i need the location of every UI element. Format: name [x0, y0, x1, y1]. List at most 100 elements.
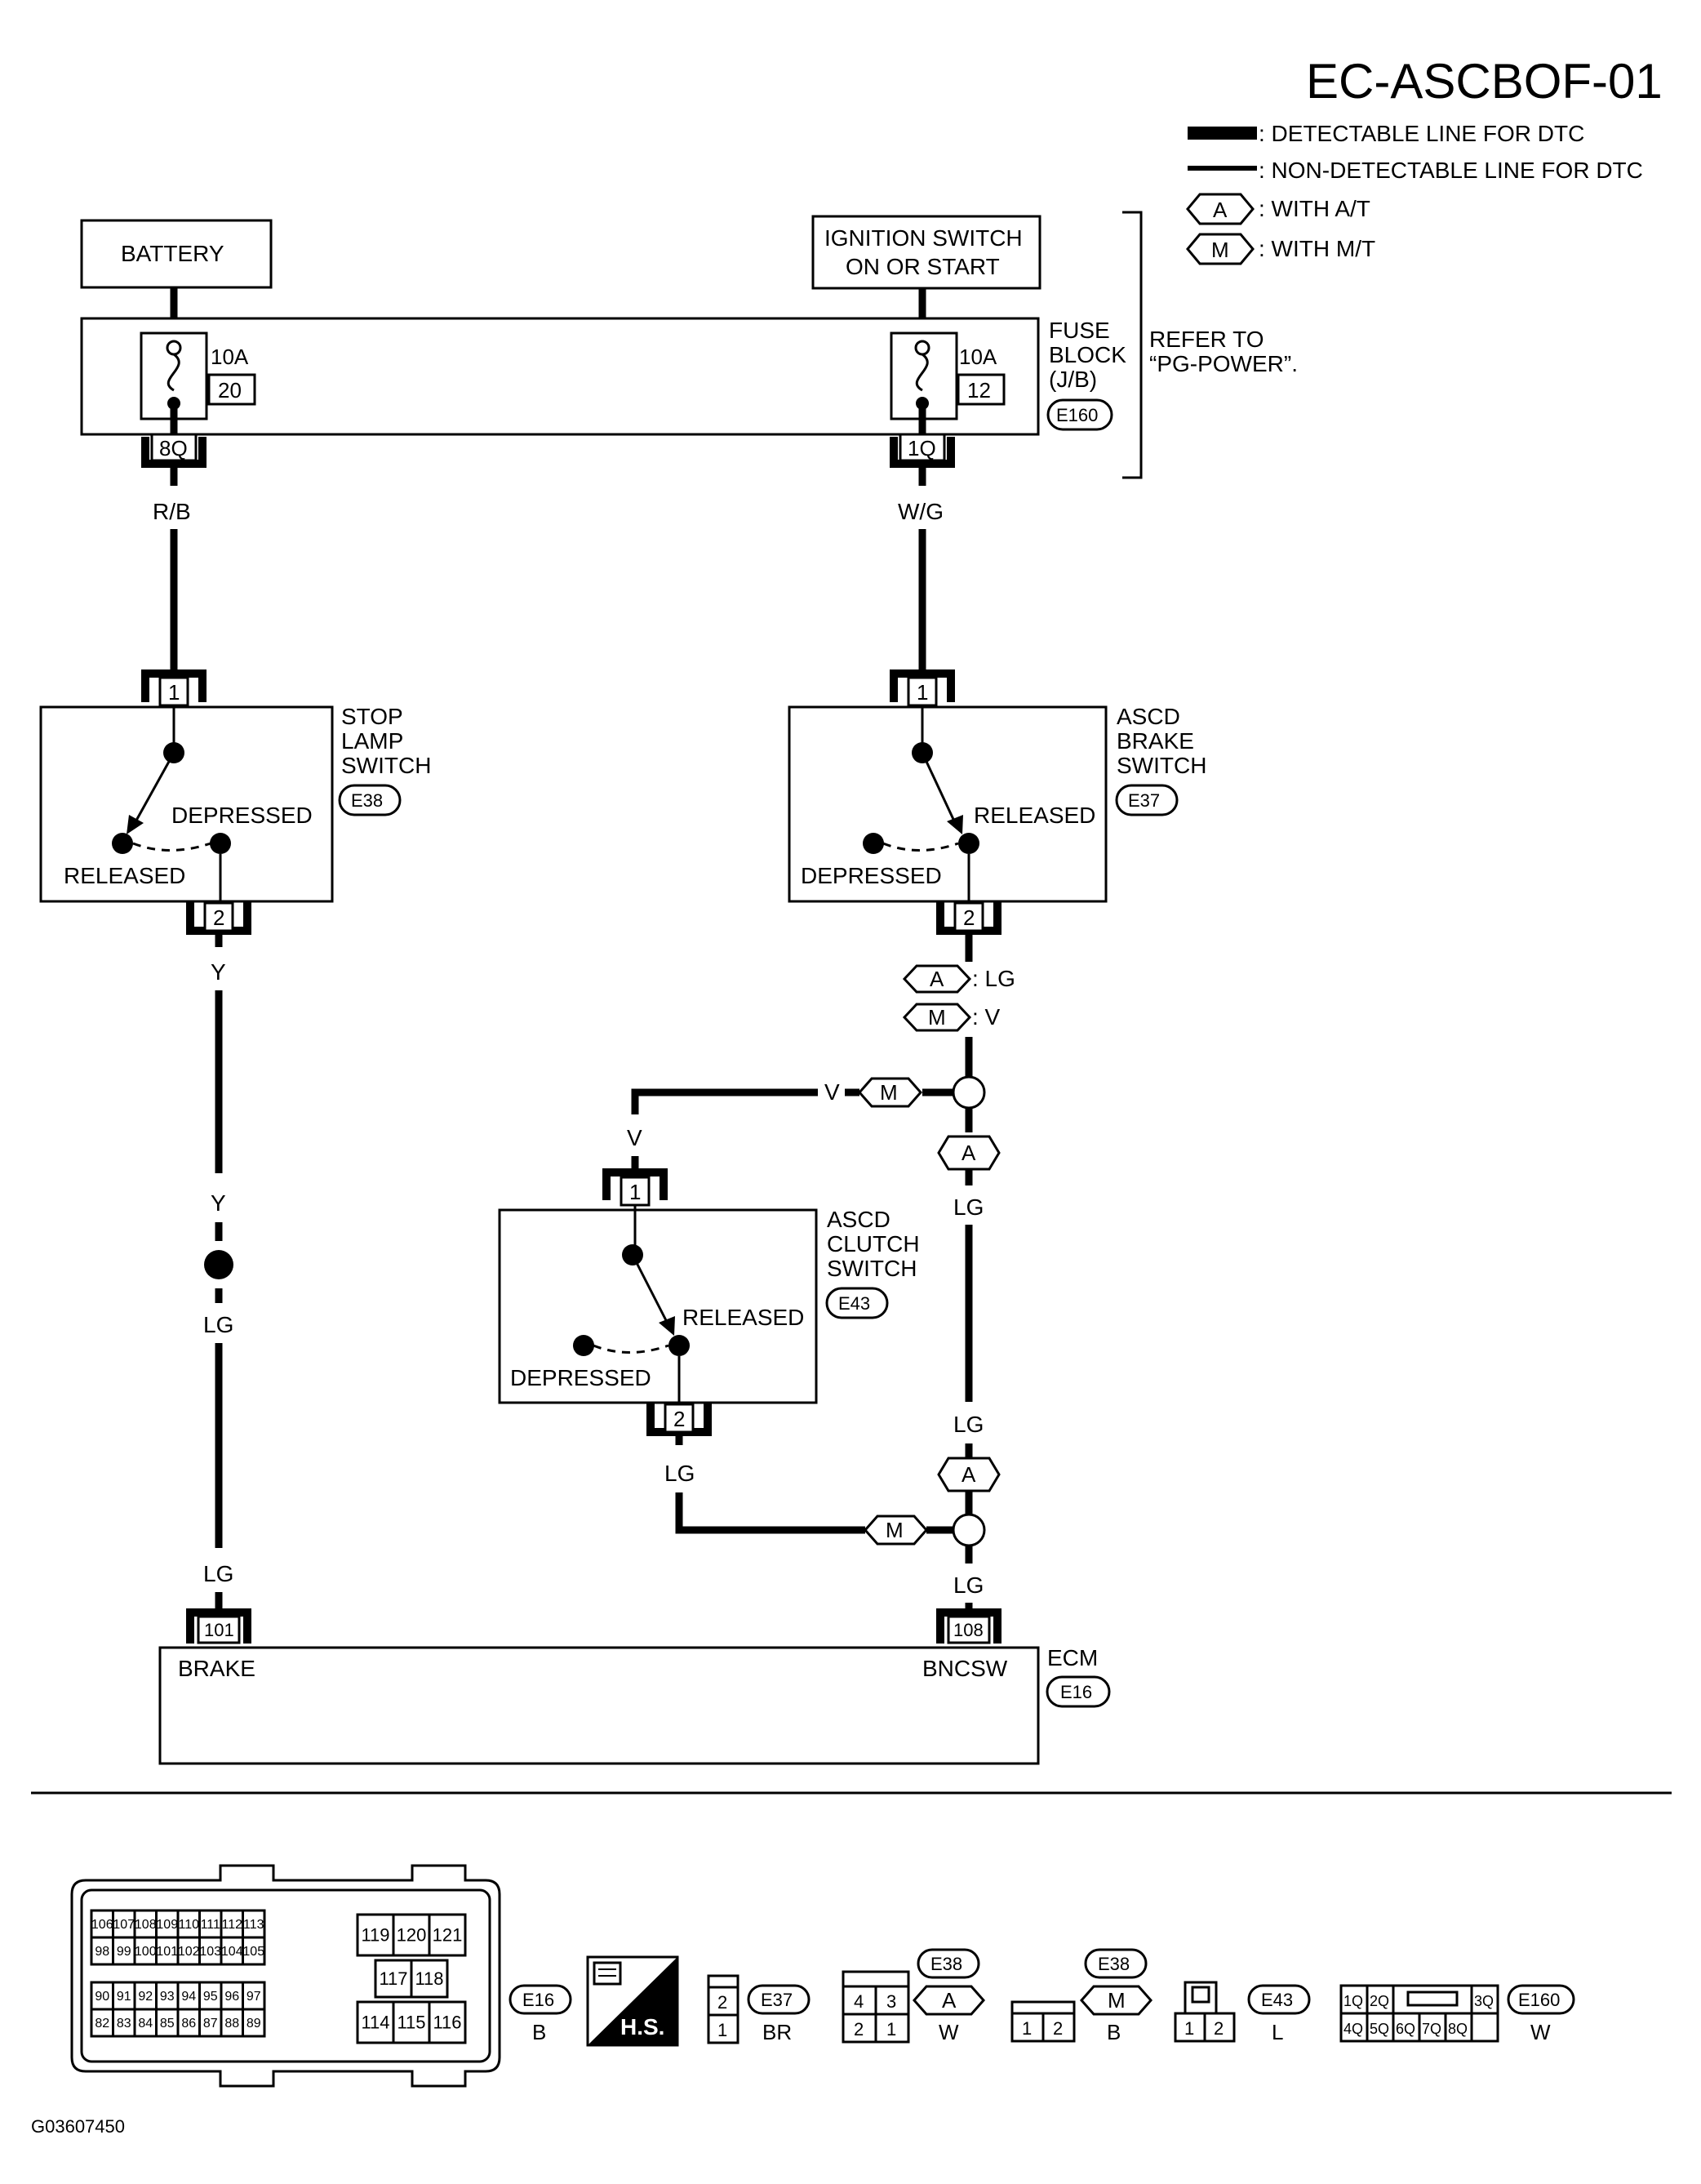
svg-text:BR: BR	[762, 2020, 792, 2044]
ecm-pin-label: 107	[113, 1918, 135, 1932]
brake-switch-label2: BRAKE	[1117, 728, 1194, 754]
svg-text:E43: E43	[1261, 1990, 1293, 2010]
ecm-pin-label: 118	[415, 1968, 443, 1989]
badge-m-clutch-return: M	[863, 1515, 929, 1546]
fuse-block-connector: E160	[1056, 405, 1098, 425]
badge-at-wire: A	[902, 964, 972, 994]
clutch-switch-depressed: DEPRESSED	[510, 1365, 651, 1390]
svg-text:4: 4	[854, 1991, 864, 2012]
ecm-pin-label: 94	[181, 1990, 196, 2004]
stop-lamp-pin-top: 1	[168, 680, 180, 705]
svg-text:E38: E38	[1098, 1954, 1130, 1974]
svg-text:H.S.: H.S.	[620, 2014, 664, 2039]
wire-rb-label: R/B	[153, 499, 191, 524]
fuse1-terminal: 8Q	[159, 436, 188, 460]
svg-text:W: W	[1530, 2020, 1551, 2044]
stop-lamp-released: RELEASED	[64, 863, 185, 888]
ecm-pin-label: 89	[246, 2017, 261, 2031]
legend-nondetectable-swatch	[1188, 166, 1257, 171]
clutch-switch-pin1-connector	[602, 1168, 668, 1207]
ecm-pin-label: 92	[138, 1990, 153, 2004]
e38-mt-connector-face: 1 2	[1010, 2000, 1076, 2043]
ecm-pin-label: 103	[199, 1945, 221, 1959]
clutch-switch-released: RELEASED	[682, 1305, 804, 1330]
ecm-pin-label: 116	[433, 2013, 461, 2033]
ecm-pin-label: 114	[361, 2013, 389, 2033]
ecm-pin-label: 85	[160, 2017, 175, 2031]
fuse2-number: 12	[967, 378, 991, 403]
wire-lg-clutch: LG	[664, 1461, 695, 1486]
e43-tag: E43 L	[1247, 1984, 1311, 2044]
wire-lg-right-bottom: LG	[953, 1572, 984, 1598]
e38-mt-tag: E38 M B	[1079, 1948, 1153, 2044]
legend-mt-badge: M	[1186, 233, 1255, 265]
ecm-pin-label: 102	[178, 1945, 200, 1959]
fuse2-number-box	[957, 373, 1006, 406]
ecm-box	[158, 1646, 1040, 1765]
stop-lamp-label3: SWITCH	[341, 753, 431, 778]
badge-a-right-lower: A	[937, 1457, 1001, 1492]
battery-label: BATTERY	[121, 241, 224, 266]
fuse-20	[140, 331, 208, 437]
ecm-pin-label: 110	[178, 1918, 199, 1932]
ecm-pin-brake: 101	[204, 1620, 234, 1640]
stop-lamp-switch-box	[39, 705, 334, 903]
e16-tag: E16 B	[509, 1984, 572, 2044]
svg-text:A: A	[930, 967, 944, 991]
figure-code: G03607450	[31, 2116, 125, 2137]
svg-text:E37: E37	[761, 1990, 793, 2010]
fuse2-rating: 10A	[959, 345, 997, 369]
wire-lg-right-upper: LG	[953, 1194, 984, 1220]
svg-text:3: 3	[886, 1991, 896, 2012]
svg-text:2Q: 2Q	[1370, 1993, 1389, 2009]
fuse-block-connector-oval	[1046, 398, 1113, 431]
ignition-line1: IGNITION SWITCH	[824, 225, 1023, 251]
ecm-pin-cell	[242, 1936, 266, 1966]
wire-wg-label: W/G	[898, 499, 944, 524]
ecm-pin-101-connector	[186, 1608, 251, 1644]
wire-lg-right-lower: LG	[953, 1412, 984, 1437]
wire-lg-left-bottom: LG	[203, 1561, 233, 1586]
svg-text:L: L	[1272, 2020, 1283, 2044]
ecm-pin-label: 111	[201, 1918, 220, 1932]
ecm-pin-label: 120	[397, 1925, 427, 1946]
fuse-12	[890, 331, 958, 437]
brake-switch-label1: ASCD	[1117, 704, 1180, 729]
wire-v-right: V	[824, 1079, 840, 1105]
refer-line1: REFER TO	[1149, 327, 1264, 352]
svg-text:A: A	[942, 1988, 957, 2013]
ecm-pin-label: 82	[95, 2017, 109, 2031]
fuse2-terminal: 1Q	[908, 436, 936, 460]
svg-text:M: M	[880, 1080, 898, 1105]
ecm-pin-label: 121	[433, 1925, 463, 1946]
ecm-pin-cell	[428, 2000, 467, 2044]
svg-text:1: 1	[717, 2020, 727, 2040]
ecm-term-brake: BRAKE	[178, 1656, 255, 1681]
ecm-pin-label: 84	[138, 2017, 153, 2031]
svg-text:6Q: 6Q	[1396, 2021, 1415, 2037]
ecm-pin-label: 88	[224, 2017, 239, 2031]
legend-with-at: : WITH A/T	[1259, 196, 1370, 221]
svg-text:B: B	[1107, 2020, 1121, 2044]
brake-switch-connector: E37	[1128, 790, 1160, 811]
ecm-pin-label: 95	[203, 1990, 218, 2004]
ecm-pin-label: 106	[91, 1918, 113, 1932]
legend-detectable-swatch	[1188, 127, 1257, 140]
ignition-line2: ON OR START	[846, 254, 1000, 279]
svg-text:8Q: 8Q	[1448, 2021, 1468, 2037]
legend-non-detectable: : NON-DETECTABLE LINE FOR DTC	[1259, 158, 1643, 183]
svg-text:3Q: 3Q	[1474, 1993, 1494, 2009]
e38-at-connector-face: 4 3 2 1	[842, 1970, 910, 2044]
stop-lamp-connector: E38	[351, 790, 383, 811]
junction-upper	[952, 1075, 986, 1110]
ecm-pin-label: 86	[181, 2017, 196, 2031]
svg-text:E160: E160	[1518, 1990, 1560, 2010]
svg-text:A: A	[1213, 198, 1228, 222]
ecm-pin-label: 83	[117, 2017, 131, 2031]
fuse-block-label2: BLOCK	[1049, 342, 1126, 367]
e37-connector-face: 2 1	[707, 1974, 739, 2044]
ecm-connector-oval	[1046, 1675, 1111, 1708]
ecm-pin-label: 99	[117, 1945, 131, 1959]
